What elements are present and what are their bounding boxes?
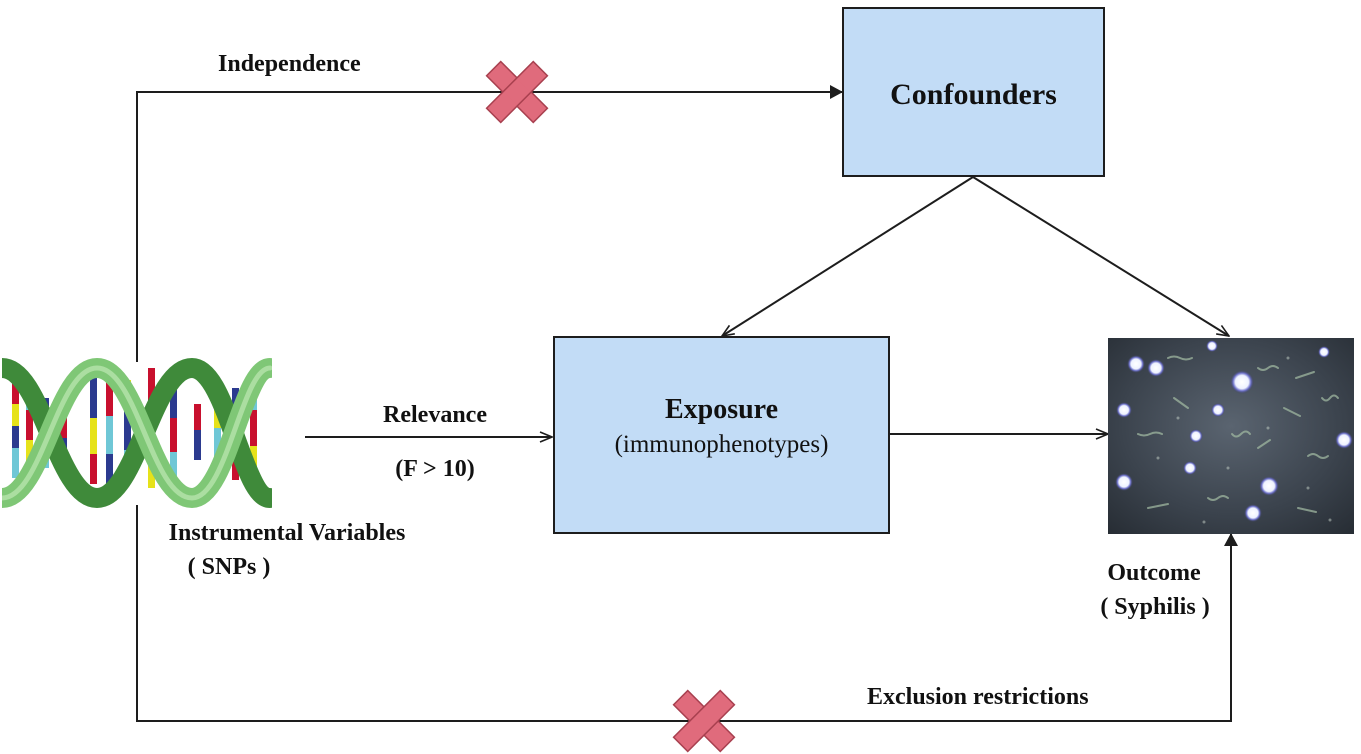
confounders-box: Confounders — [842, 7, 1105, 177]
instrument-subtitle: ( SNPs ) — [187, 554, 271, 580]
microscopy-image — [1108, 338, 1354, 534]
instrument-title: Instrumental Variables — [168, 520, 406, 546]
relevance-label: Relevance — [383, 402, 487, 428]
confounders-exposure-edge — [722, 176, 974, 336]
exposure-title: Exposure — [664, 394, 779, 425]
independence-edge — [136, 85, 843, 362]
exposure-box: Exposure (immunophenotypes) — [553, 336, 890, 534]
dna-strand-front — [2, 358, 272, 508]
exclusion-edge — [136, 505, 1238, 722]
dna-helix-icon — [2, 358, 272, 508]
exclusion-cross-icon — [672, 689, 736, 753]
confounders-outcome-edge — [972, 176, 1229, 336]
independence-cross-icon — [485, 60, 549, 124]
outcome-title: Outcome — [1107, 560, 1201, 586]
exclusion-label: Exclusion restrictions — [867, 684, 1089, 710]
outcome-subtitle: ( Syphilis ) — [1100, 594, 1210, 620]
exposure-subtitle: (immunophenotypes) — [614, 431, 829, 458]
independence-label: Independence — [218, 51, 361, 77]
confounders-title: Confounders — [890, 78, 1057, 111]
relevance-condition: (F > 10) — [395, 456, 475, 482]
